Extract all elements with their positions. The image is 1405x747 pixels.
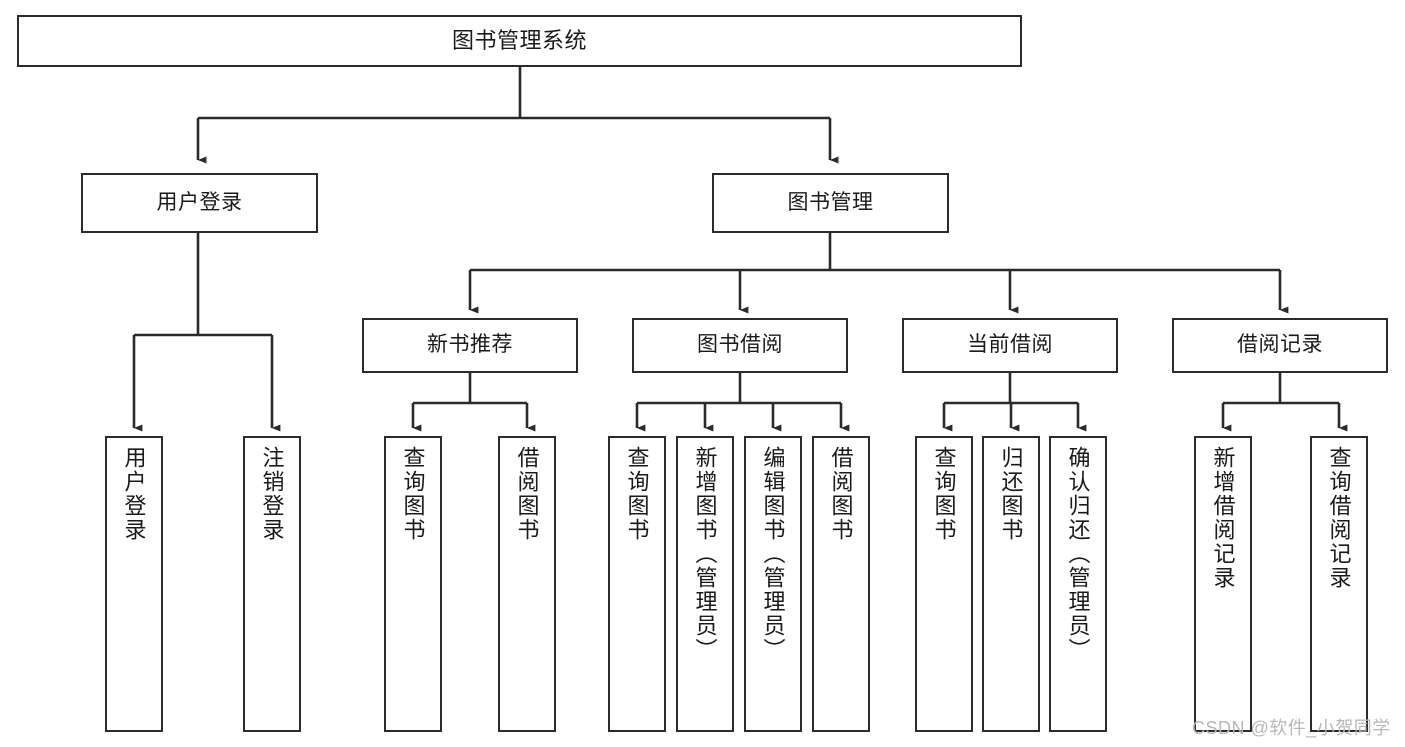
node-book-borrow[interactable]: 图书借阅 [632,318,848,373]
node-leaf-query-book-current[interactable]: 查询图书 [915,436,973,732]
node-label: 查询图书 [624,446,650,542]
node-leaf-user-login[interactable]: 用户登录 [105,436,163,732]
node-new-book-recommendation[interactable]: 新书推荐 [362,318,578,373]
node-leaf-add-borrow-record[interactable]: 新增借阅记录 [1194,436,1252,732]
node-label: 查询图书 [931,446,957,542]
node-label: 借阅图书 [514,446,540,542]
node-label: 当前借阅 [967,333,1053,357]
node-label: 注销登录 [259,446,285,542]
node-label: 图书借阅 [697,333,783,357]
node-label: 编辑图书（管理员） [760,446,786,662]
node-label: 用户登录 [156,190,243,214]
node-user-login[interactable]: 用户登录 [81,173,318,233]
node-leaf-add-book-admin[interactable]: 新增图书（管理员） [676,436,734,732]
node-root-book-management-system[interactable]: 图书管理系统 [17,15,1022,67]
node-label: 新书推荐 [427,333,513,357]
node-label: 查询图书 [400,446,426,542]
node-leaf-borrow-book[interactable]: 借阅图书 [812,436,870,732]
node-label: 借阅记录 [1237,333,1323,357]
node-label: 新增图书（管理员） [692,446,718,662]
node-current-borrow[interactable]: 当前借阅 [902,318,1118,373]
node-leaf-edit-book-admin[interactable]: 编辑图书（管理员） [744,436,802,732]
node-label: 新增借阅记录 [1210,446,1236,590]
node-leaf-logout-login[interactable]: 注销登录 [243,436,301,732]
node-label: 图书管理 [787,190,874,214]
node-label: 归还图书 [998,446,1024,542]
node-leaf-query-borrow-record[interactable]: 查询借阅记录 [1310,436,1368,732]
node-borrow-record[interactable]: 借阅记录 [1172,318,1388,373]
node-label: 借阅图书 [828,446,854,542]
node-leaf-borrow-book-rec[interactable]: 借阅图书 [498,436,556,732]
node-label: 用户登录 [121,446,147,542]
node-label: 确认归还（管理员） [1065,446,1091,662]
csdn-watermark: CSDN @软件_小贺同学 [1192,718,1391,738]
node-leaf-return-book[interactable]: 归还图书 [982,436,1040,732]
node-leaf-query-book-borrow[interactable]: 查询图书 [608,436,666,732]
node-label: 图书管理系统 [451,28,587,54]
node-label: 查询借阅记录 [1326,446,1352,590]
node-book-manage[interactable]: 图书管理 [712,173,949,233]
node-leaf-query-book-rec[interactable]: 查询图书 [384,436,442,732]
node-leaf-confirm-return-admin[interactable]: 确认归还（管理员） [1049,436,1107,732]
